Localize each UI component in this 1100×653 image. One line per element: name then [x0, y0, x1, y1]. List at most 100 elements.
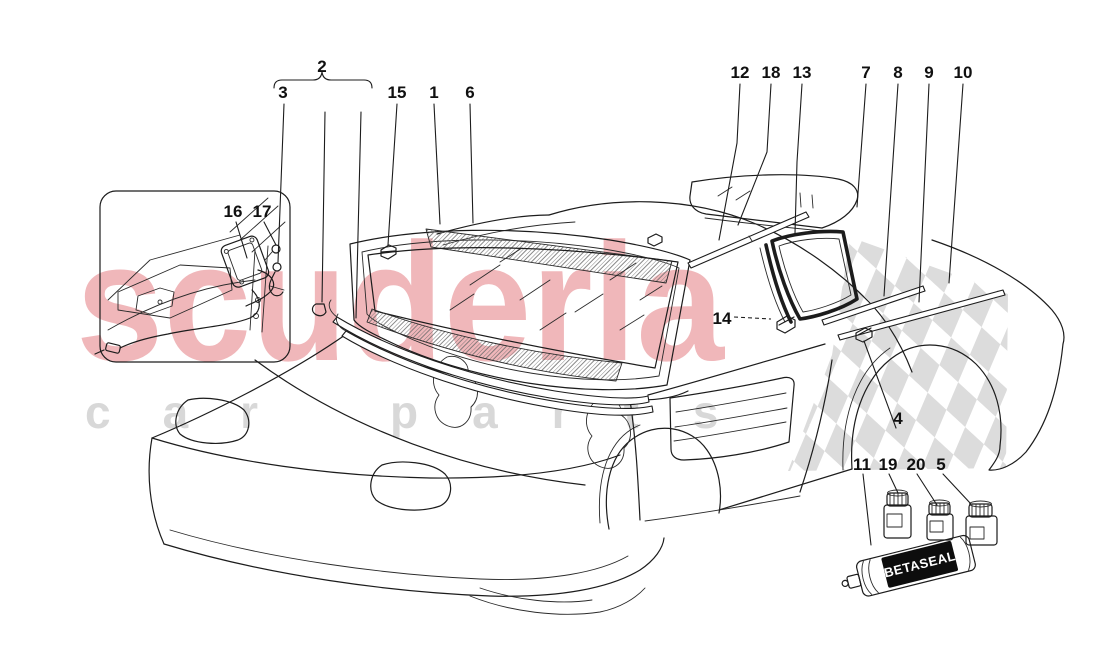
quarter-glass-reflections [717, 186, 814, 209]
front-wheel-arch-brow [598, 424, 641, 524]
callout-8: 8 [893, 63, 902, 82]
bumper-left-edge [148, 437, 165, 545]
leader-2-bracket [273, 71, 373, 89]
leader-17 [263, 221, 277, 246]
leader-14 [733, 316, 772, 320]
callout-15: 15 [388, 83, 407, 102]
clip-4 [855, 327, 873, 343]
windshield-top-body-edge [436, 214, 550, 235]
leader-7 [856, 83, 867, 208]
callout-4: 4 [893, 409, 903, 428]
door-rear-edge [799, 359, 833, 493]
callout-12: 12 [731, 63, 750, 82]
callout-13: 13 [793, 63, 812, 82]
windshield-lower-moulding-upper [332, 316, 650, 406]
callout-5: 5 [936, 455, 945, 474]
callout-16: 16 [224, 202, 243, 221]
vent-window-channel-line [759, 247, 786, 323]
bumper-center-dip-inner [479, 587, 593, 603]
betaseal-cartridge: BETASEAL [841, 534, 976, 597]
callout-14: 14 [713, 309, 732, 328]
windshield-upper-seal-band [425, 228, 673, 284]
watermark-brand-text: scuderia [76, 208, 725, 396]
headlight-recess-left [175, 397, 250, 444]
hood-seam [254, 359, 586, 486]
belt-trim-lower [837, 289, 1006, 341]
sensor-cable [119, 289, 260, 349]
leader-2a [321, 111, 326, 303]
leader-13 [794, 83, 803, 234]
leader-3 [277, 103, 285, 263]
windshield-assembly [268, 228, 691, 416]
callout-1: 1 [429, 83, 438, 102]
callout-11: 11 [853, 455, 871, 474]
callout-3: 3 [278, 83, 287, 102]
door-bottom-line [644, 495, 801, 522]
leader-5 [942, 473, 972, 505]
sealant-kit: BETASEAL [841, 489, 998, 597]
callout-7: 7 [861, 63, 870, 82]
vent-window-channel [764, 243, 793, 324]
roof-trim-joint [748, 235, 753, 242]
rear-wheel-arch-brow [842, 347, 891, 471]
cable-connector [94, 342, 121, 355]
callout-17: 17 [253, 202, 272, 221]
callout-2: 2 [317, 57, 326, 76]
rear-quarter-top-edge [931, 239, 1065, 345]
clip-14 [776, 315, 796, 334]
callout-18: 18 [762, 63, 781, 82]
leader-6 [469, 103, 474, 224]
tail-edge [988, 343, 1064, 471]
callouts: 2 3 15 1 6 12 18 13 7 8 9 10 16 17 14 4 … [224, 57, 973, 474]
intake-slat [673, 421, 787, 442]
callout-20: 20 [907, 455, 926, 474]
windshield-reflections [449, 247, 663, 331]
clip-top-right [647, 233, 663, 247]
inset-detail-box [94, 190, 291, 363]
clip-2-bracket [311, 303, 327, 317]
roof-trim-strip [687, 211, 810, 269]
sensor-unit-16 [220, 235, 270, 288]
callout-10: 10 [954, 63, 973, 82]
leader-20 [916, 473, 938, 506]
sensor-cable-loop [245, 269, 275, 307]
leader-9 [918, 83, 930, 303]
leader-16 [235, 221, 248, 259]
windshield-seal-outer [349, 229, 691, 391]
leader-1 [433, 103, 441, 225]
bumper-center-dip-outer [469, 587, 646, 615]
leader-19 [888, 473, 899, 494]
primer-bottle-5 [965, 500, 998, 546]
windshield-glass [367, 247, 679, 369]
windshield-lower-seal-band [366, 308, 623, 382]
headlight-recess-right [370, 461, 452, 511]
intake-slat [674, 407, 788, 428]
moulding-end-curl [335, 313, 347, 332]
callout-9: 9 [924, 63, 933, 82]
leader-18 [737, 83, 772, 226]
sill-line [718, 468, 853, 511]
bumper-bottom-edge [163, 537, 665, 597]
inset-box-frame [99, 190, 291, 363]
leader-4 [863, 340, 897, 429]
leader-15 [387, 103, 398, 246]
leader-12 [718, 83, 741, 241]
hood-left-edge [151, 334, 346, 439]
leader-lines [235, 71, 972, 546]
vent-window-glass [778, 237, 852, 313]
clip-15 [380, 244, 397, 260]
vent-window-seal [770, 229, 859, 321]
callout-19: 19 [879, 455, 898, 474]
callout-6: 6 [465, 83, 474, 102]
leader-10 [948, 83, 964, 284]
intake-slat [675, 392, 787, 413]
door-belt-line [647, 343, 826, 396]
betaseal-band [881, 540, 958, 588]
windshield-lower-moulding-lower [341, 330, 654, 416]
leader-11 [862, 473, 872, 546]
watermark-sub-word-car: car [85, 386, 310, 438]
inset-chassis-sketch [107, 197, 286, 333]
bumper-lip-line [169, 529, 629, 580]
